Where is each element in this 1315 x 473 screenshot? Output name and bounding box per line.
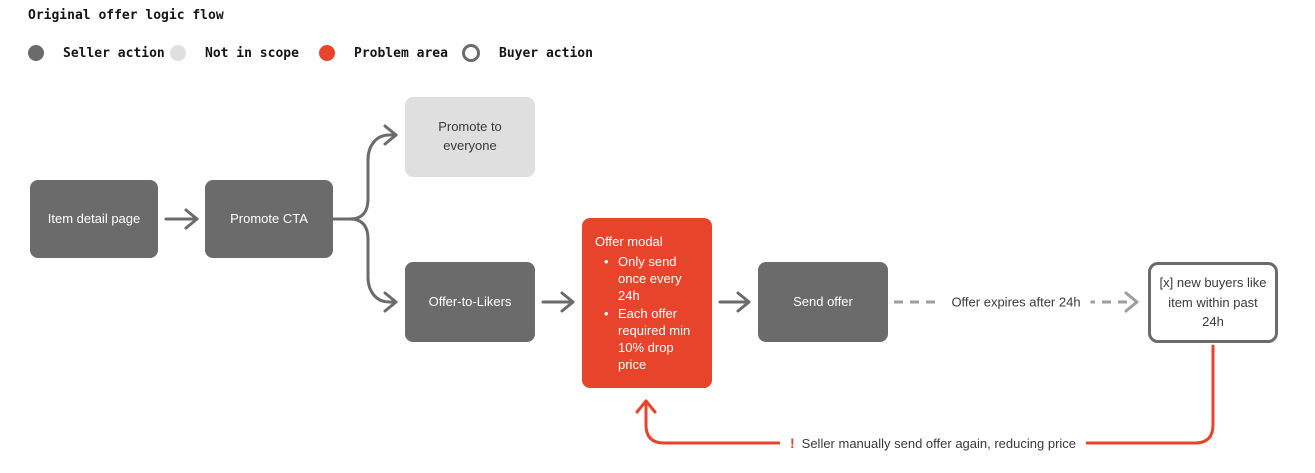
buyer-action-swatch-icon <box>462 44 480 62</box>
legend-item-problem-area: Problem area <box>319 44 448 62</box>
offer-modal-bullet: Only send once every 24h <box>601 253 702 304</box>
node-label: Offer-to-Likers <box>428 293 512 309</box>
edge-promote-cta-to-promote-everyone <box>331 124 398 221</box>
offer-modal-bullet-list: Only send once every 24h Each offer requ… <box>595 253 702 373</box>
edge-feedback-loop-red <box>635 344 1215 445</box>
node-new-buyers: [x] new buyers like item within past 24h <box>1148 262 1278 343</box>
legend-item-seller-action: Seller action <box>28 44 165 62</box>
node-label: Promote CTA <box>230 210 308 226</box>
edge-label-offer-expires: Offer expires after 24h <box>941 294 1091 310</box>
offer-modal-title: Offer modal <box>595 233 663 249</box>
node-promote-cta: Promote CTA <box>205 180 333 258</box>
legend-item-buyer-action: Buyer action <box>462 44 593 62</box>
node-label: [x] new buyers like item within past 24h <box>1159 275 1267 330</box>
feedback-loop-text: Seller manually send offer again, reduci… <box>801 435 1077 451</box>
legend-item-not-in-scope: Not in scope <box>170 44 299 62</box>
exclamation-icon: ! <box>789 435 795 451</box>
seller-action-swatch-icon <box>28 45 44 61</box>
legend-label: Problem area <box>354 45 448 61</box>
node-label: Promote to everyone <box>438 119 502 153</box>
node-offer-modal: Offer modal Only send once every 24h Eac… <box>582 218 712 388</box>
offer-modal-bullet: Each offer required min 10% drop price <box>601 305 702 374</box>
node-promote-to-everyone: Promote to everyone <box>405 97 535 177</box>
not-in-scope-swatch-icon <box>170 45 186 61</box>
legend-label: Buyer action <box>499 45 593 61</box>
legend-label: Not in scope <box>205 45 299 61</box>
legend-label: Seller action <box>63 45 165 61</box>
node-label: Item detail page <box>47 210 141 226</box>
node-item-detail-page: Item detail page <box>30 180 158 258</box>
problem-area-swatch-icon <box>319 45 335 61</box>
node-send-offer: Send offer <box>758 262 888 342</box>
edge-promote-cta-to-offer-likers <box>348 217 398 313</box>
node-offer-to-likers: Offer-to-Likers <box>405 262 535 342</box>
edge-label-feedback-loop: ! Seller manually send offer again, redu… <box>779 435 1087 451</box>
node-label: Send offer <box>793 293 853 309</box>
diagram-title: Original offer logic flow <box>28 8 224 23</box>
